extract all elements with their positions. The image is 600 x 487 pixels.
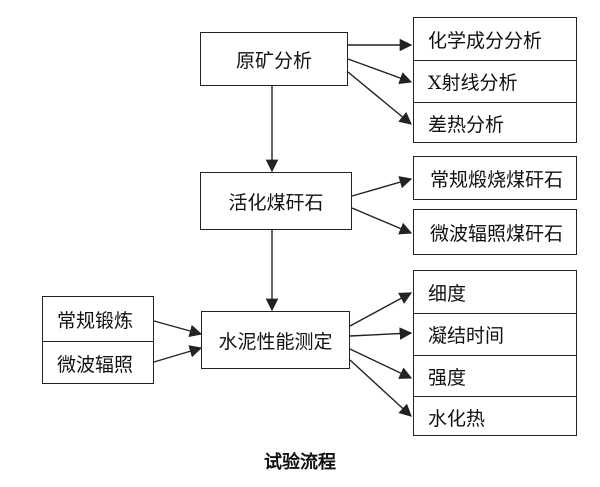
hydration-heat-label: 水化热 — [428, 407, 486, 430]
setting-time-label: 凝结时间 — [428, 325, 505, 347]
conventional-method-label: 常规锻炼 — [57, 309, 134, 332]
chemical-analysis-label: 化学成分分析 — [428, 29, 543, 52]
microwave-irradiated-box: 微波辐照煤矸石 — [413, 209, 577, 255]
arrow-microwave-to-cement — [153, 345, 203, 363]
arrow-cement-to-setting — [349, 327, 413, 340]
arrow-activated-to-microwave — [351, 207, 413, 235]
raw-ore-analysis-box: 原矿分析 — [200, 32, 348, 86]
raw-ore-analysis-label: 原矿分析 — [235, 49, 312, 72]
input-method-item: 常规锻炼 — [43, 297, 153, 341]
arrow-raw-to-dta — [347, 71, 412, 125]
cement-test-item: 细度 — [414, 271, 576, 313]
activated-gangue-label: 活化煤矸石 — [228, 191, 324, 214]
analysis-item: 差热分析 — [414, 102, 576, 144]
analysis-item: 化学成分分析 — [414, 18, 576, 60]
activated-gangue-box: 活化煤矸石 — [200, 172, 352, 230]
cement-performance-box: 水泥性能测定 — [201, 311, 350, 369]
microwave-method-label: 微波辐照 — [57, 354, 134, 376]
arrow-activated-to-calcined — [351, 176, 413, 197]
cement-test-item: 强度 — [414, 355, 576, 396]
cement-test-item: 凝结时间 — [414, 313, 576, 355]
arrow-cement-to-hydration — [349, 359, 412, 417]
conventional-calcined-box: 常规煅烧煤矸石 — [413, 156, 577, 200]
fineness-label: 细度 — [428, 282, 467, 305]
figure-caption: 试验流程 — [264, 452, 336, 473]
arrow-raw-to-xray — [347, 58, 413, 85]
thermal-analysis-label: 差热分析 — [428, 114, 505, 136]
cement-tests-group: 细度 凝结时间 强度 水化热 — [413, 270, 577, 436]
input-methods-group: 常规锻炼 微波辐照 — [42, 296, 154, 384]
xray-analysis-label: X射线分析 — [428, 72, 518, 94]
microwave-irradiated-label: 微波辐照煤矸石 — [430, 222, 564, 245]
cement-performance-label: 水泥性能测定 — [218, 330, 333, 353]
analysis-item: X射线分析 — [414, 60, 576, 102]
conventional-calcined-label: 常规煅烧煤矸石 — [430, 168, 564, 191]
arrow-conventional-to-cement — [153, 320, 203, 338]
strength-label: 强度 — [428, 366, 467, 389]
input-method-item: 微波辐照 — [43, 341, 153, 385]
arrow-cement-to-fineness — [349, 292, 413, 327]
analysis-group: 化学成分分析 X射线分析 差热分析 — [413, 17, 577, 143]
cement-test-item: 水化热 — [414, 396, 576, 437]
arrow-cement-to-strength — [349, 348, 413, 379]
